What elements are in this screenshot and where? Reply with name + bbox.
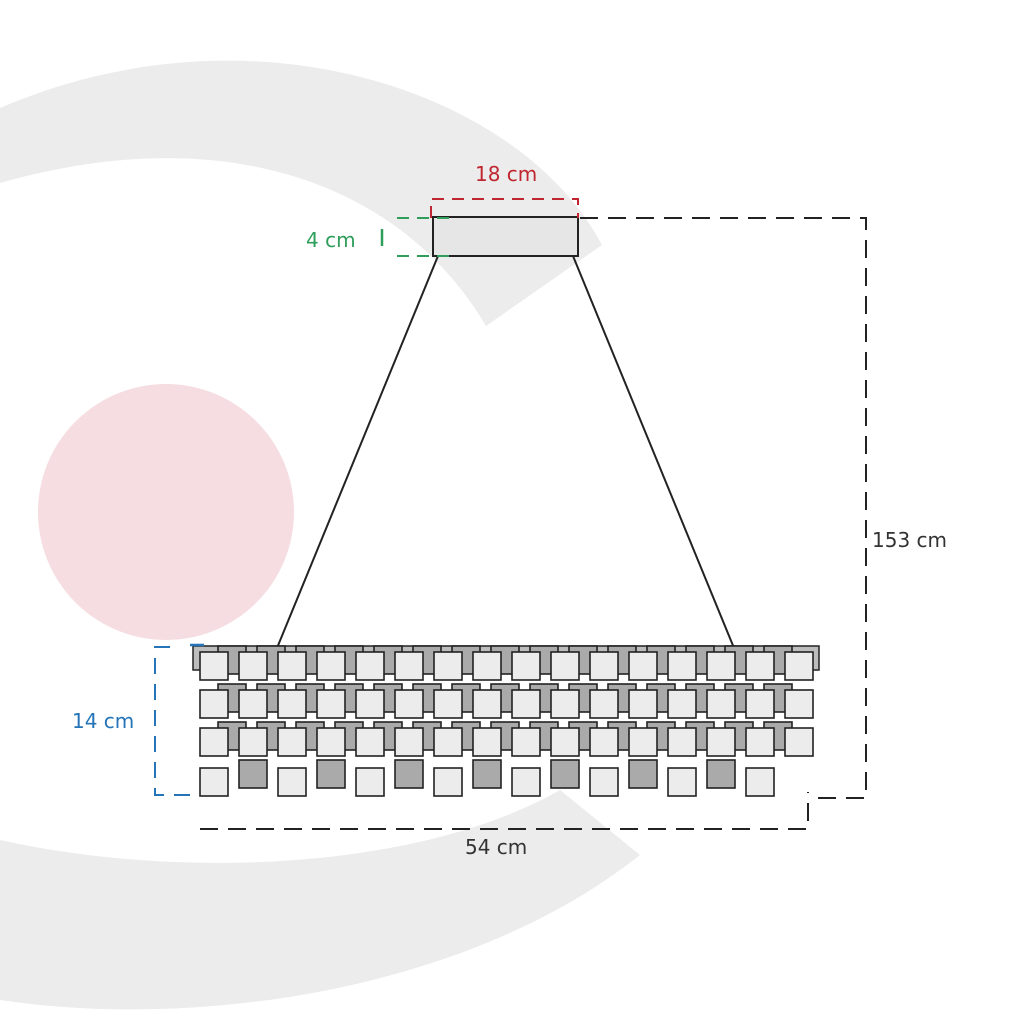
crystal: [394, 689, 424, 719]
crystal: [784, 689, 814, 719]
crystal: [199, 689, 229, 719]
crystal: [511, 651, 541, 681]
body-width-label: 54 cm: [465, 835, 528, 859]
crystal: [433, 651, 463, 681]
crystal: [238, 651, 268, 681]
crystal: [745, 651, 775, 681]
crystal: [433, 727, 463, 757]
crystal-bottom: [667, 767, 697, 797]
background-ring: [0, 60, 602, 326]
crystal-bottom: [394, 759, 424, 789]
body-width-dimension: [200, 792, 809, 830]
crystal-bottom: [316, 759, 346, 789]
background-decoration: [0, 60, 640, 1010]
canopy-height-label: 4 cm: [306, 228, 356, 252]
crystal-bottom: [706, 759, 736, 789]
background-circle: [38, 384, 294, 640]
crystal: [628, 651, 658, 681]
body-height-label: 14 cm: [72, 709, 135, 733]
crystal-bottom: [277, 767, 307, 797]
crystal: [706, 689, 736, 719]
crystal: [589, 727, 619, 757]
crystal: [628, 727, 658, 757]
crystal: [472, 727, 502, 757]
crystal-bottom: [628, 759, 658, 789]
overall-height-label: 153 cm: [872, 528, 948, 552]
crystal: [238, 689, 268, 719]
crystal: [706, 651, 736, 681]
canopy-height-dimension: [397, 217, 456, 257]
crystal: [277, 651, 307, 681]
crystal-bottom: [199, 767, 229, 797]
suspension-cable-right: [572, 255, 735, 649]
crystal: [511, 727, 541, 757]
dimension-lines: [154, 198, 867, 830]
crystal: [550, 689, 580, 719]
crystal: [511, 689, 541, 719]
crystal: [277, 689, 307, 719]
crystal: [550, 727, 580, 757]
crystal-bottom: [511, 767, 541, 797]
crystal: [199, 651, 229, 681]
crystal: [589, 689, 619, 719]
crystal: [667, 651, 697, 681]
crystal: [745, 727, 775, 757]
crystal: [355, 651, 385, 681]
crystal: [784, 651, 814, 681]
crystal: [394, 651, 424, 681]
crystal-bottom: [745, 767, 775, 797]
crystal: [316, 689, 346, 719]
canopy-width-label: 18 cm: [475, 162, 538, 186]
background-ring-lower: [0, 790, 640, 1010]
crystal: [745, 689, 775, 719]
crystal: [550, 651, 580, 681]
crystal: [238, 727, 268, 757]
suspension-cable-left: [276, 255, 439, 649]
crystal: [433, 689, 463, 719]
body-height-dimension: [154, 646, 192, 796]
canopy-width-dimension: [430, 198, 579, 218]
crystal: [589, 651, 619, 681]
crystal-bottom: [589, 767, 619, 797]
crystal: [199, 727, 229, 757]
crystal-bottom: [472, 759, 502, 789]
crystal: [472, 689, 502, 719]
crystal: [394, 727, 424, 757]
overall-height-dimension: [580, 217, 867, 799]
crystal: [277, 727, 307, 757]
crystal: [706, 727, 736, 757]
crystal: [628, 689, 658, 719]
crystal: [316, 727, 346, 757]
crystal: [316, 651, 346, 681]
crystal-grid: [199, 645, 814, 797]
crystal: [472, 651, 502, 681]
crystal: [667, 727, 697, 757]
crystal-bottom: [550, 759, 580, 789]
crystal-bottom: [355, 767, 385, 797]
crystal: [355, 689, 385, 719]
crystal-bottom: [238, 759, 268, 789]
crystal: [355, 727, 385, 757]
crystal: [784, 727, 814, 757]
crystal: [667, 689, 697, 719]
crystal-bottom: [433, 767, 463, 797]
canopy: [432, 216, 579, 257]
